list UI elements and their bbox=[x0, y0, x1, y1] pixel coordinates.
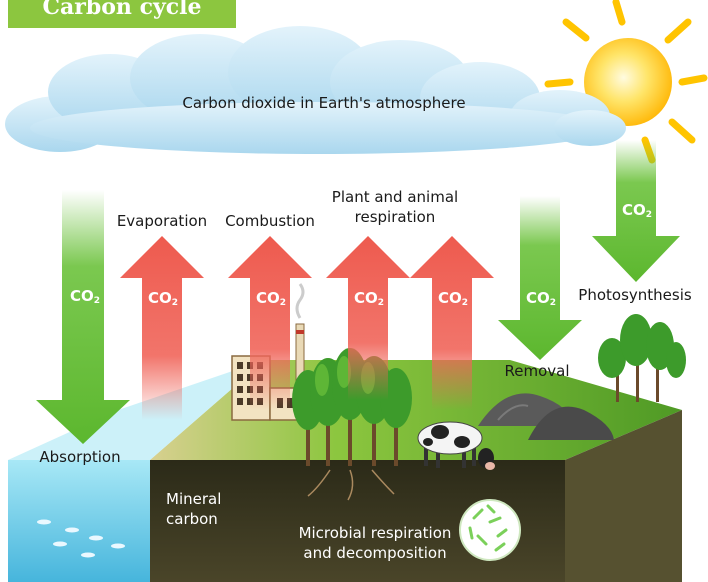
respiration-label-line1: Plant and animal bbox=[331, 188, 459, 206]
co2-label-photosynthesis: CO2 bbox=[622, 201, 653, 220]
photosynthesis-label: Photosynthesis bbox=[578, 286, 692, 304]
respiration-arrow-2 bbox=[410, 236, 494, 410]
cloud bbox=[5, 26, 626, 154]
microbial-label-line2: and decomposition bbox=[303, 544, 447, 562]
respiration-label-line2: respiration bbox=[354, 208, 436, 226]
co2-label-removal: CO2 bbox=[526, 289, 557, 308]
co2-arrows bbox=[36, 140, 680, 444]
soil-front bbox=[150, 460, 565, 582]
evaporation-arrow bbox=[120, 236, 204, 420]
fish-school bbox=[37, 519, 125, 558]
soil-side bbox=[565, 410, 682, 582]
absorption-label: Absorption bbox=[39, 448, 121, 466]
respiration-arrow-1 bbox=[326, 236, 410, 400]
diagram-title: Carbon cycle bbox=[42, 0, 202, 20]
tree-roots bbox=[307, 469, 395, 501]
atmosphere-label: Carbon dioxide in Earth's atmosphere bbox=[182, 94, 466, 112]
cow bbox=[417, 421, 495, 470]
removal-arrow bbox=[498, 196, 582, 360]
microbes-circle bbox=[459, 499, 521, 561]
mineral-label-line2: carbon bbox=[166, 510, 218, 528]
sun bbox=[584, 38, 672, 126]
co2-label-evaporation: CO2 bbox=[148, 289, 179, 308]
photosynthesis-arrow bbox=[592, 140, 680, 282]
co2-label-respiration-1: CO2 bbox=[354, 289, 385, 308]
mineral-label-line1: Mineral bbox=[166, 490, 222, 508]
co2-label-respiration-2: CO2 bbox=[438, 289, 469, 308]
trees-right bbox=[598, 314, 686, 402]
combustion-arrow bbox=[228, 236, 312, 410]
title-banner: Carbon cycle bbox=[8, 0, 236, 28]
combustion-label: Combustion bbox=[225, 212, 315, 230]
co2-label-absorption: CO2 bbox=[70, 287, 101, 306]
rock-piles bbox=[478, 393, 614, 440]
microbial-label-line1: Microbial respiration bbox=[298, 524, 452, 542]
removal-label: Removal bbox=[504, 362, 570, 380]
absorption-arrow bbox=[36, 190, 130, 444]
evaporation-label: Evaporation bbox=[116, 212, 208, 230]
water-front bbox=[8, 460, 150, 582]
co2-label-combustion: CO2 bbox=[256, 289, 287, 308]
water-surface bbox=[8, 360, 265, 460]
